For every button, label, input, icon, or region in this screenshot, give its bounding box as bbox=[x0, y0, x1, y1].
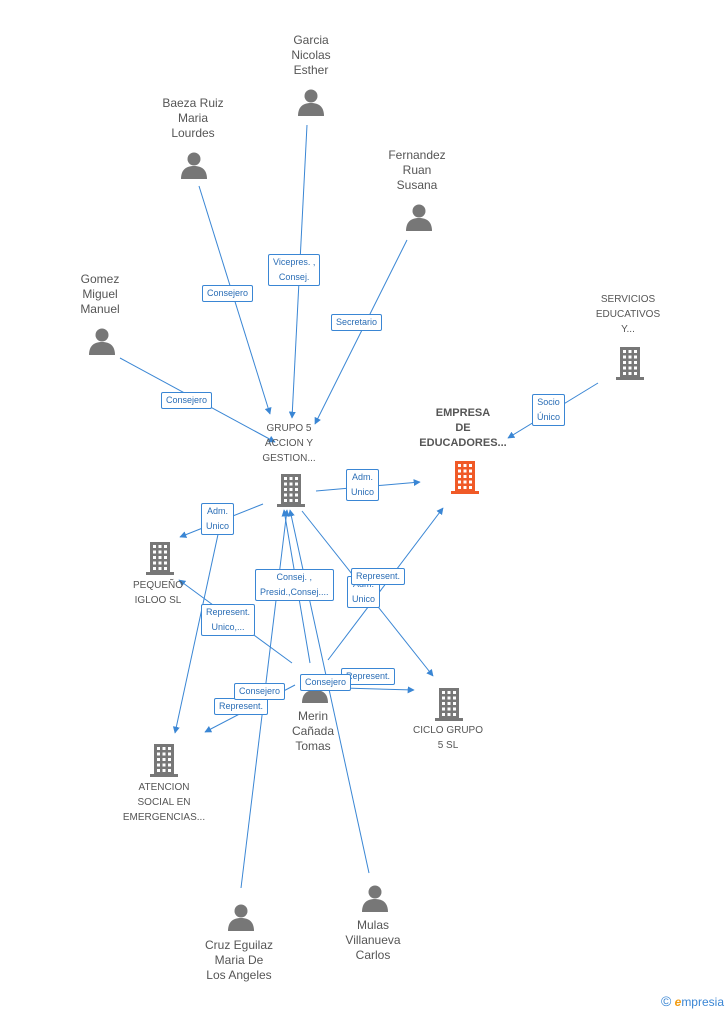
edge-label-fernandez-grupo5[interactable]: Secretario bbox=[331, 314, 383, 331]
edge-label-merin-grupo5[interactable]: Consej. , Presid.,Consej.... bbox=[255, 569, 334, 601]
company-icon-ciclo[interactable] bbox=[434, 687, 464, 726]
edge-merin-ciclo bbox=[342, 686, 415, 694]
brand-name: mpresia bbox=[681, 995, 724, 1009]
company-icon-servicios[interactable] bbox=[615, 346, 645, 385]
node-label-servicios[interactable]: SERVICIOS EDUCATIVOS Y... bbox=[595, 294, 661, 335]
company-icon-pequeno[interactable] bbox=[145, 541, 175, 580]
person-icon-fernandez[interactable] bbox=[404, 202, 434, 237]
edge-label-servicios-empresa[interactable]: Socio Único bbox=[532, 394, 566, 426]
company-icon-atencion[interactable] bbox=[149, 743, 179, 782]
company-icon-grupo5[interactable] bbox=[276, 473, 306, 512]
person-icon-mulas[interactable] bbox=[360, 883, 390, 918]
edge-label-merin-ciclo[interactable]: Represent. bbox=[341, 668, 396, 685]
person-icon-cruz[interactable] bbox=[226, 902, 256, 937]
edge-label-grupo5-empresa[interactable]: Adm. Unico bbox=[346, 469, 380, 501]
edge-label-merin-empresa[interactable]: Represent. bbox=[351, 568, 406, 585]
footer-brand[interactable]: © empresia bbox=[661, 993, 724, 1009]
node-label-mulas[interactable]: Mulas Villanueva Carlos bbox=[345, 918, 401, 962]
edge-grupo5-atencion bbox=[172, 515, 223, 734]
company-icon-empresa[interactable] bbox=[450, 460, 480, 499]
edge-label-merin-pequeno[interactable]: Represent. Unico,... bbox=[201, 604, 256, 636]
node-label-baeza[interactable]: Baeza Ruiz Maria Lourdes bbox=[162, 96, 224, 140]
node-label-empresa[interactable]: EMPRESA DE EDUCADORES... bbox=[419, 407, 507, 449]
node-label-merin[interactable]: Merin Cañada Tomas bbox=[291, 709, 335, 753]
edge-label-grupo5-pequeno[interactable]: Adm. Unico bbox=[201, 503, 235, 535]
node-label-garcia[interactable]: Garcia Nicolas Esther bbox=[291, 33, 331, 77]
node-label-pequeno[interactable]: PEQUEÑO IGLOO SL bbox=[132, 580, 183, 606]
node-label-atencion[interactable]: ATENCION SOCIAL EN EMERGENCIAS... bbox=[122, 782, 206, 823]
node-label-cruz[interactable]: Cruz Eguilaz Maria De Los Angeles bbox=[204, 938, 274, 982]
edge-fernandez-grupo5 bbox=[314, 239, 408, 425]
edge-label-garcia-grupo5[interactable]: Vicepres. , Consej. bbox=[268, 254, 321, 286]
brand-logo-e: e bbox=[674, 995, 682, 1009]
edge-label-baeza-grupo5[interactable]: Consejero bbox=[202, 285, 254, 302]
node-label-grupo5[interactable]: GRUPO 5 ACCION Y GESTION... bbox=[262, 423, 316, 464]
edge-label-grupo5-atencion[interactable]: Consejero bbox=[234, 683, 286, 700]
copyright-icon: © bbox=[660, 993, 672, 1009]
person-icon-baeza[interactable] bbox=[179, 150, 209, 185]
person-icon-garcia[interactable] bbox=[296, 87, 326, 122]
edge-label-gomez-grupo5[interactable]: Consejero bbox=[161, 392, 213, 409]
node-label-fernandez[interactable]: Fernandez Ruan Susana bbox=[388, 148, 446, 192]
edge-label-merin-atencion[interactable]: Represent. bbox=[214, 698, 269, 715]
node-label-gomez[interactable]: Gomez Miguel Manuel bbox=[80, 272, 120, 316]
node-label-ciclo[interactable]: CICLO GRUPO 5 SL bbox=[412, 725, 483, 751]
person-icon-gomez[interactable] bbox=[87, 326, 117, 361]
edge-label-cruz-grupo5[interactable]: Consejero bbox=[300, 674, 352, 691]
